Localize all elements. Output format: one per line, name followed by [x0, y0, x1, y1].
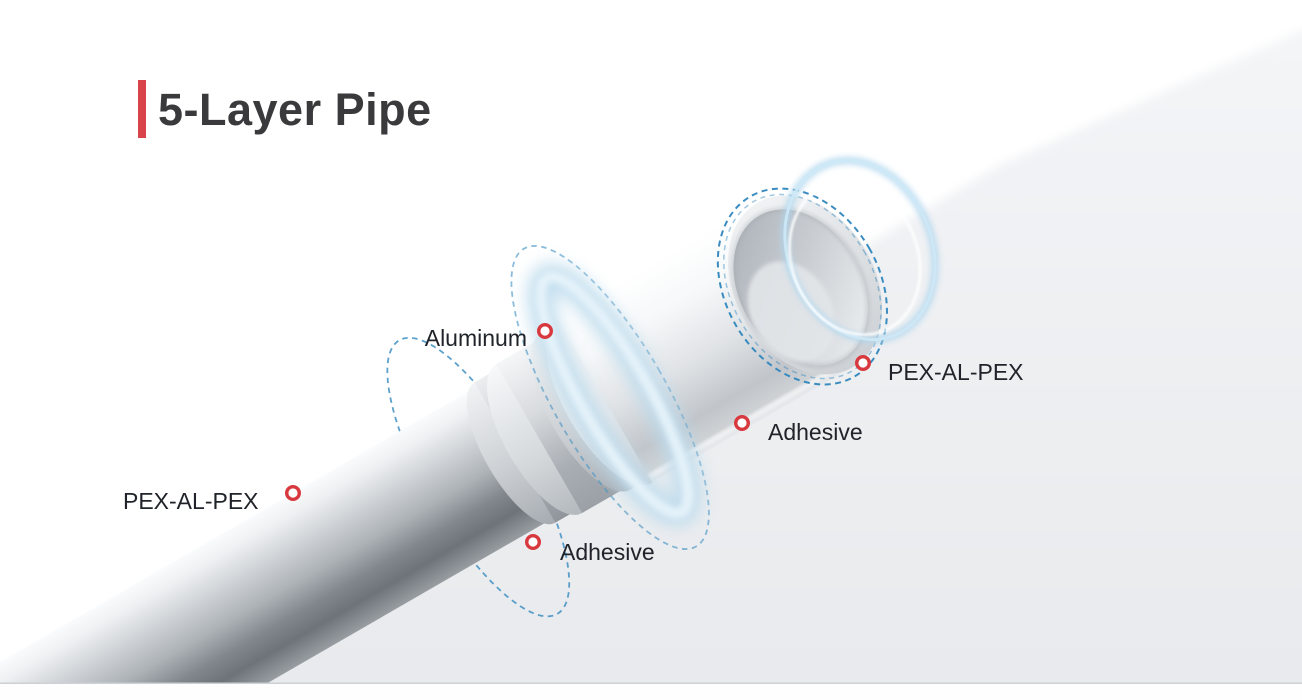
marker-dot-adhesive-bottom: [525, 534, 542, 551]
label-adhesive-bottom: Adhesive: [560, 539, 655, 565]
marker-dot-aluminum: [537, 323, 554, 340]
label-adhesive-right: Adhesive: [768, 419, 863, 445]
bottom-margin: [0, 684, 1302, 700]
glow-ring-mouth-white-core: [788, 181, 922, 336]
outer-pex-bottom-highlight: [647, 359, 851, 479]
label-pex-al-pex-right: PEX-AL-PEX: [888, 359, 1024, 385]
pipe-mouth-inner-wall-light: [747, 261, 835, 362]
page-title: 5-Layer Pipe: [158, 84, 432, 135]
dashed-guide-ellipse-mouth-inner: [723, 193, 882, 380]
glow-ring-middle-core: [535, 271, 694, 519]
marker-dot-pex-al-pex-left: [285, 485, 302, 502]
glow-ring-mouth: [780, 156, 940, 344]
marker-dot-pex-al-pex-right: [855, 355, 872, 372]
label-aluminum: Aluminum: [425, 325, 527, 351]
pipe-illustration: [0, 156, 940, 683]
marker-dot-adhesive-right: [734, 415, 751, 432]
dashed-guide-ellipse-middle: [510, 245, 710, 550]
pipe-mouth-inner-shadow: [731, 207, 870, 368]
title-accent-bar: [138, 80, 146, 138]
dashed-guide-ellipse-mouth: [716, 187, 888, 386]
slide-bottom-edge: [0, 682, 1302, 684]
label-pex-al-pex-left: PEX-AL-PEX: [123, 488, 259, 514]
pipe-inner-tube: [0, 386, 553, 683]
